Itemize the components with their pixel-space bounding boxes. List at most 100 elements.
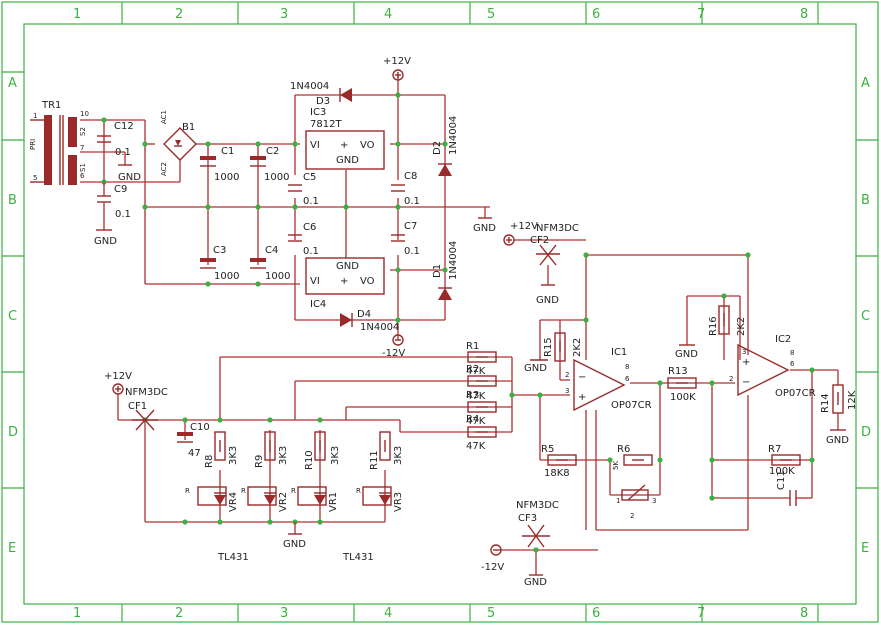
- resistor-r4[interactable]: R4 47K: [466, 414, 497, 452]
- row-label: A: [861, 76, 870, 91]
- capacitor-c9[interactable]: C9 0.1: [97, 182, 131, 230]
- junction-dot: [395, 204, 401, 210]
- trim-pin: 2: [630, 512, 634, 520]
- row-label: B: [8, 193, 17, 208]
- ic3-vi: VI: [310, 140, 320, 151]
- gnd-label: GND: [94, 236, 117, 247]
- gnd-label: GND: [283, 539, 306, 550]
- tr1-s1-label: S1: [79, 163, 87, 172]
- ic2-label: IC2: [775, 334, 791, 345]
- row-label: C: [861, 309, 870, 324]
- resistor-r5[interactable]: R5 18K8: [541, 444, 577, 479]
- resistor-r1[interactable]: R1 47K: [466, 341, 497, 377]
- c4-label: C4: [265, 245, 278, 256]
- opamp-ic2[interactable]: + − IC2 OP07CR 3 2 6 8: [729, 334, 816, 399]
- reference-vr1[interactable]: R VR1: [291, 486, 339, 512]
- junction-dot: [442, 141, 448, 147]
- resistor-r2[interactable]: R2 47K: [466, 364, 497, 402]
- b1-label: B1: [182, 122, 195, 133]
- ic3-plus: +: [340, 140, 348, 151]
- capacitor-c4[interactable]: C4 1000: [250, 245, 290, 282]
- row-label: A: [8, 76, 17, 91]
- capacitor-c2[interactable]: C2 1000: [250, 146, 289, 183]
- capacitor-c1[interactable]: C1 1000: [200, 146, 239, 183]
- r8-label: R8: [204, 455, 215, 468]
- wires: [80, 75, 839, 575]
- capacitor-c5[interactable]: C5 0.1: [288, 172, 319, 207]
- reference-vr2[interactable]: R VR2: [241, 486, 289, 512]
- capacitor-c11[interactable]: C11: [776, 470, 812, 506]
- ic1-plus: +: [578, 392, 586, 403]
- resistor-r14[interactable]: R14 12K GND: [820, 384, 858, 446]
- resistor-r8[interactable]: R8 3K3: [204, 431, 239, 468]
- junction-dot: [607, 457, 613, 463]
- diode-d1[interactable]: D1 1N4004: [432, 241, 459, 300]
- r15-value: 2K2: [572, 338, 583, 357]
- junction-dot: [395, 267, 401, 273]
- r4-label: R4: [466, 414, 479, 425]
- col-label: 4: [384, 606, 392, 621]
- regulator-ic4[interactable]: VI VO + GND IC4: [305, 257, 385, 310]
- ic3-vo: VO: [360, 140, 375, 151]
- c5-value: 0.1: [303, 196, 319, 207]
- filter-cf1[interactable]: +12V NFM3DC CF1: [104, 371, 168, 431]
- capacitor-c7[interactable]: C7 0.1: [391, 221, 420, 257]
- resistor-r11[interactable]: R11 3K3: [369, 431, 404, 470]
- junction-dot: [292, 141, 298, 147]
- bridge-rectifier-b1[interactable]: B1 AC1 AC2: [160, 110, 197, 176]
- ic2-plus: +: [742, 357, 750, 368]
- diode-d4[interactable]: D4 1N4004: [340, 309, 399, 333]
- r16-value: 2K2: [736, 317, 747, 336]
- junction-dot: [317, 417, 323, 423]
- diode-d3[interactable]: 1N4004 D3: [290, 81, 352, 107]
- capacitor-c12[interactable]: C12 0.1: [97, 121, 134, 158]
- ic3-label: IC3: [310, 107, 326, 118]
- gnd-label: GND: [524, 363, 547, 374]
- resistor-r10[interactable]: R10 3K3: [304, 431, 341, 470]
- resistor-r3[interactable]: R3 47K: [466, 390, 497, 427]
- c8-value: 0.1: [404, 196, 420, 207]
- junction-dot: [745, 252, 751, 258]
- diode-d2[interactable]: D2 1N4004: [432, 116, 459, 176]
- ground-symbol: GND: [283, 522, 306, 550]
- reference-vr4[interactable]: R VR4: [185, 486, 239, 512]
- junction-dot: [442, 267, 448, 273]
- gnd-label: GND: [473, 223, 496, 234]
- resistor-r6[interactable]: R6: [617, 444, 653, 466]
- r5-value: 18K8: [544, 468, 570, 479]
- resistor-r9[interactable]: R9 3K3: [254, 431, 289, 468]
- col-label: 5: [487, 7, 495, 22]
- r8-value: 3K3: [228, 446, 239, 465]
- ic2-pin: 8: [790, 349, 794, 357]
- resistor-r16[interactable]: R16 2K2: [708, 305, 747, 336]
- row-label: E: [861, 541, 869, 556]
- col-label: 2: [175, 606, 183, 621]
- col-label: 4: [384, 7, 392, 22]
- transformer-tr1[interactable]: TR1 PRI 1 5 10 7 6 S2 S1: [29, 100, 89, 185]
- ic4-vo: VO: [360, 276, 375, 287]
- junction-dot: [583, 317, 589, 323]
- filter-cf2[interactable]: +12V NFM3DC CF2 GND: [503, 221, 579, 306]
- b1-ac1: AC1: [160, 110, 168, 124]
- resistor-r7[interactable]: R7 100K: [768, 444, 801, 477]
- filter-cf3[interactable]: -12V NFM3DC CF3 GND: [481, 500, 559, 588]
- row-label: B: [861, 193, 870, 208]
- junction-dot: [101, 117, 107, 123]
- col-label: 8: [800, 7, 808, 22]
- capacitor-c8[interactable]: C8 0.1: [391, 171, 420, 207]
- reference-vr3[interactable]: R VR3: [356, 486, 404, 512]
- resistor-r13[interactable]: R13 100K: [667, 366, 697, 403]
- capacitor-c3[interactable]: C3 1000: [200, 245, 239, 282]
- regulator-ic3[interactable]: VI VO + GND IC3 7812T: [305, 107, 385, 170]
- capacitor-c10[interactable]: C10 47: [177, 422, 210, 459]
- trim-value: 5K: [612, 461, 620, 470]
- junction-dot: [721, 293, 727, 299]
- resistor-r15[interactable]: R15 2K2 GND: [524, 332, 583, 374]
- opamp-ic1[interactable]: − + IC1 OP07CR 2 3 6 8: [565, 347, 652, 412]
- ic2-minus: −: [742, 377, 750, 388]
- tr1-pin: 5: [33, 174, 37, 182]
- supply-label: -12V: [382, 348, 405, 359]
- capacitor-c6[interactable]: C6 0.1: [288, 222, 319, 257]
- trimmer-r6[interactable]: 1 3 2 5K: [612, 461, 656, 520]
- junction-dot: [533, 547, 539, 553]
